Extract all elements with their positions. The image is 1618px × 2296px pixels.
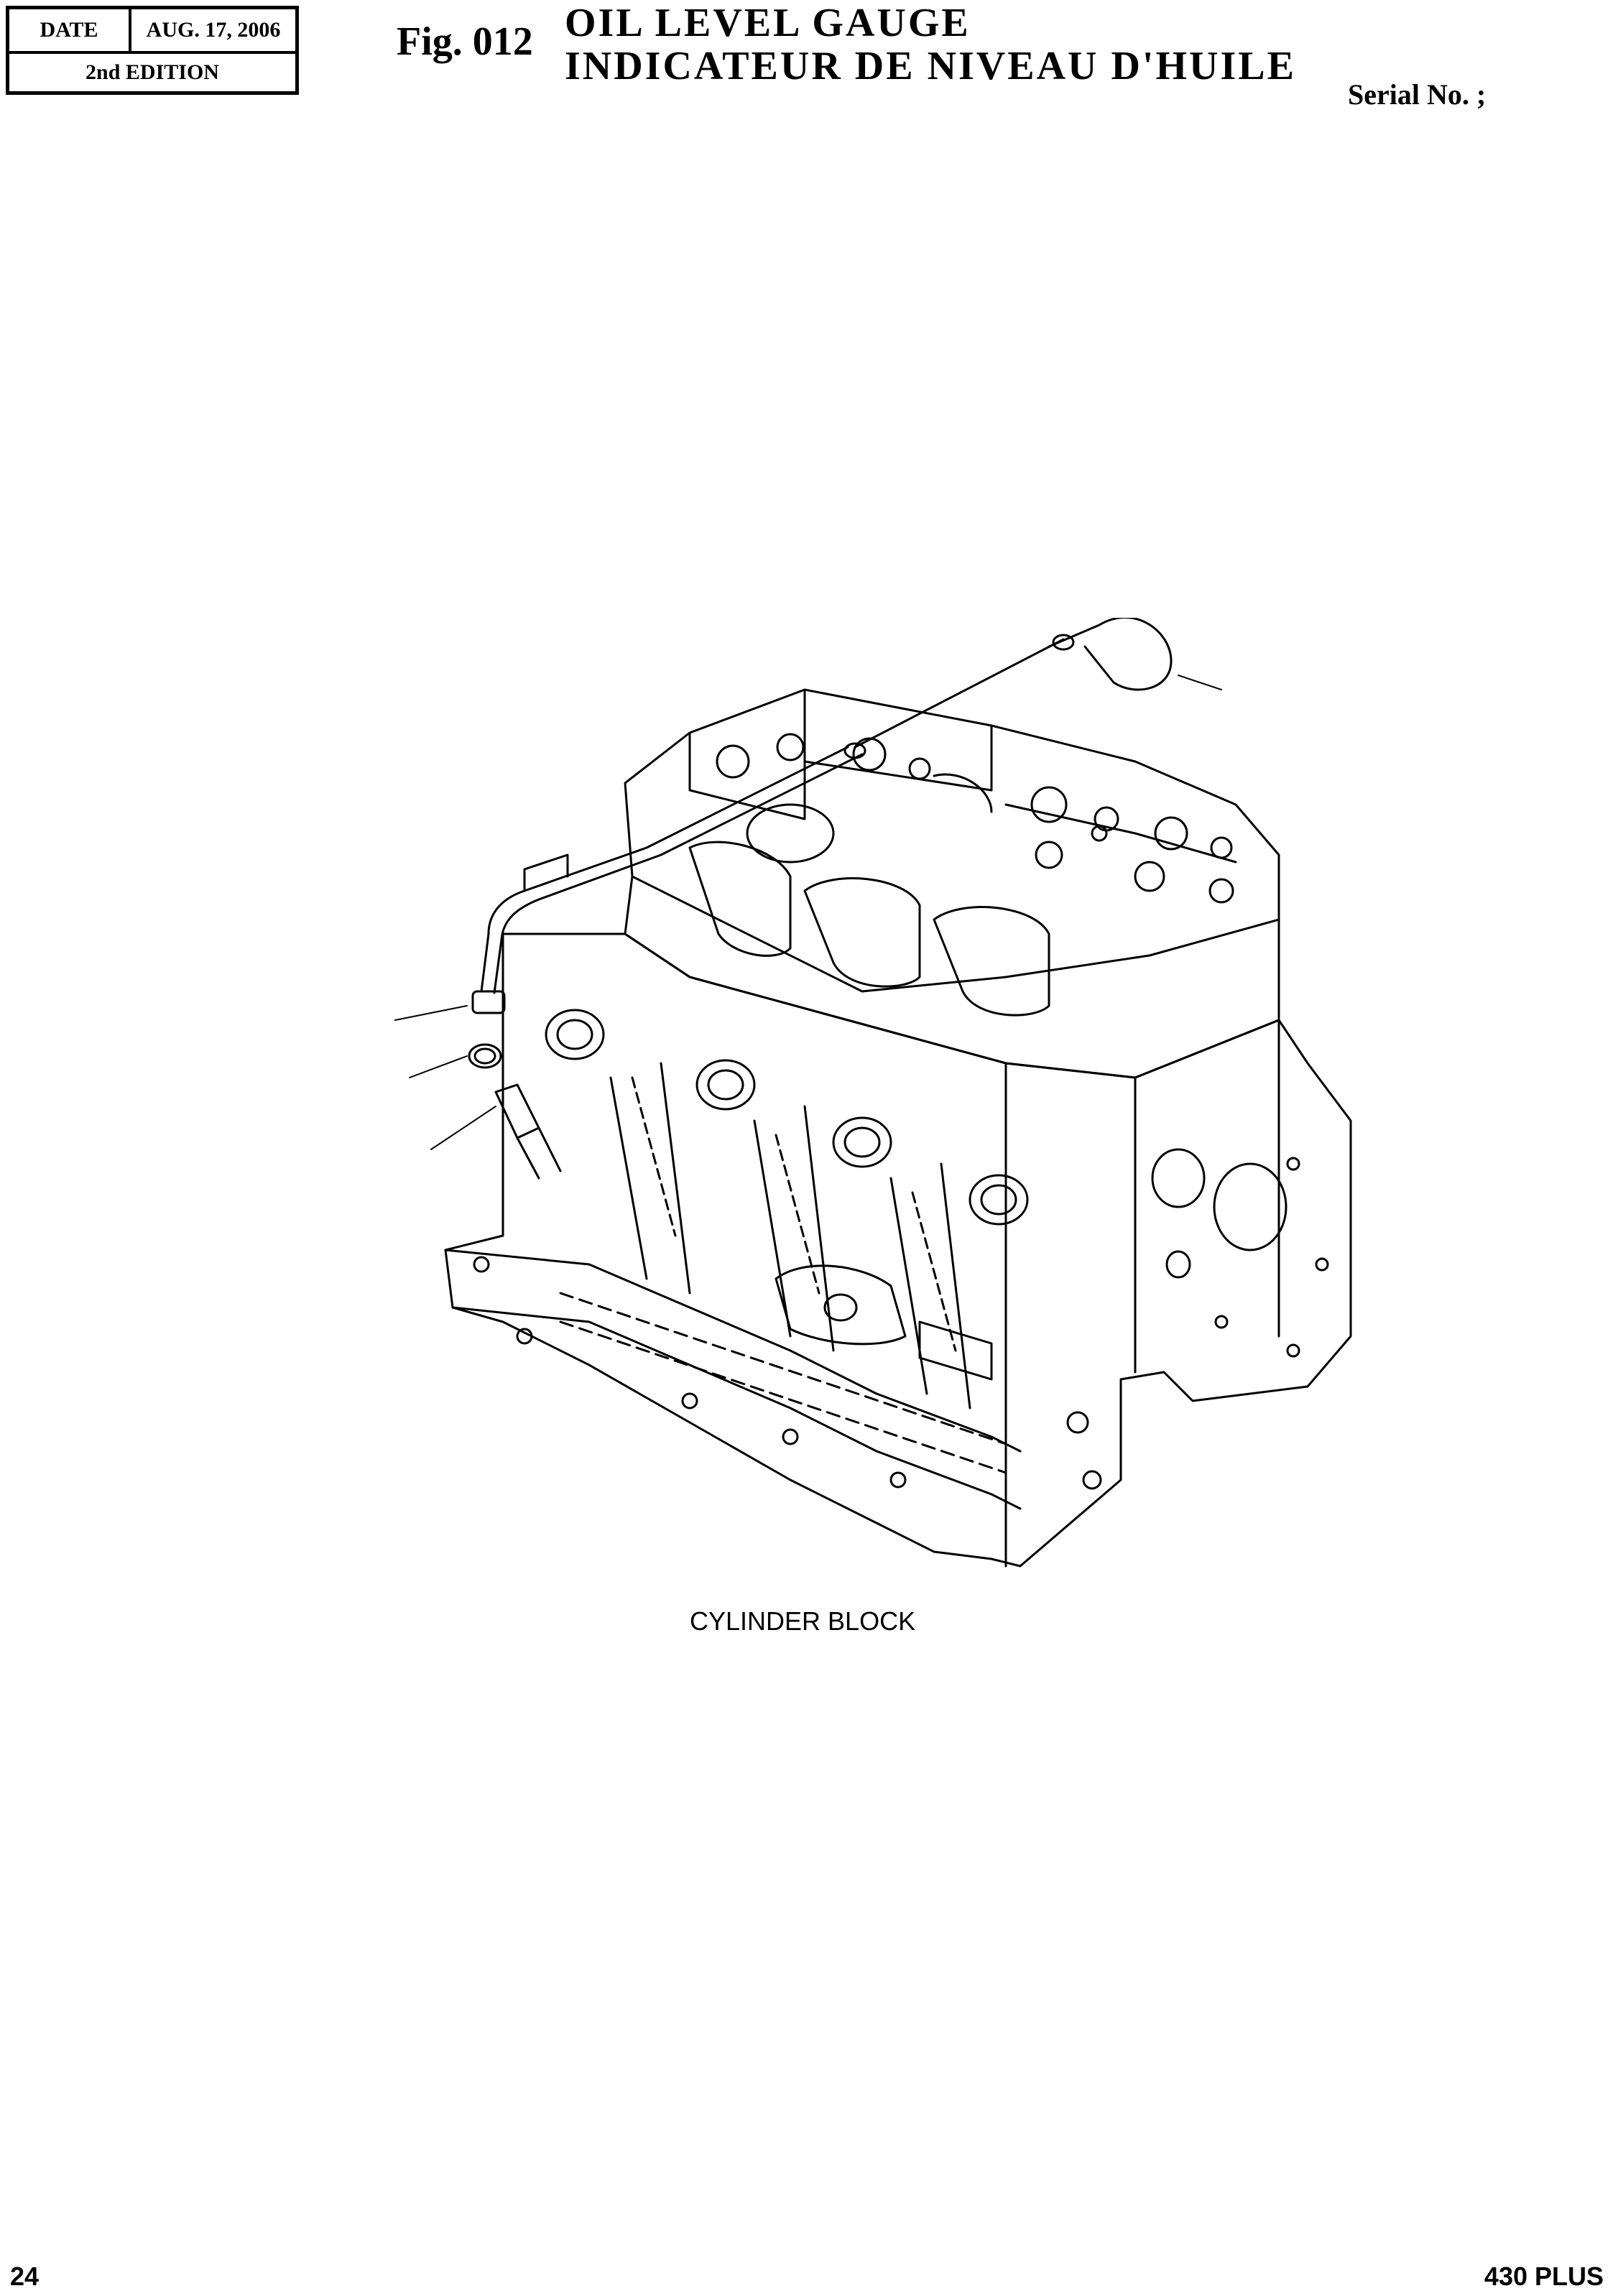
engine-block-drawing (394, 618, 1352, 1568)
date-row: DATE AUG. 17, 2006 (9, 9, 295, 54)
cylinder-head (624, 688, 1280, 1079)
title-english: OIL LEVEL GAUGE (565, 1, 971, 45)
manifold (688, 803, 1050, 1017)
date-value: AUG. 17, 2006 (146, 18, 281, 42)
figure-number: Fig. 012 (397, 19, 533, 64)
oil-level-gauge (468, 618, 1173, 1180)
edition-label: 2nd EDITION (85, 60, 219, 84)
leader-lines (394, 675, 1222, 1150)
date-edition-box: DATE AUG. 17, 2006 2nd EDITION (6, 6, 299, 95)
model-name: 430 PLUS (1484, 2262, 1604, 2291)
title-french: INDICATEUR DE NIVEAU D'HUILE (565, 44, 1296, 88)
page-number: 24 (10, 2262, 40, 2291)
diagram-caption: CYLINDER BLOCK (690, 1606, 916, 1636)
cylinder-block (444, 932, 1352, 1568)
serial-number-label: Serial No. ; (1348, 78, 1487, 111)
date-label: DATE (9, 9, 131, 51)
